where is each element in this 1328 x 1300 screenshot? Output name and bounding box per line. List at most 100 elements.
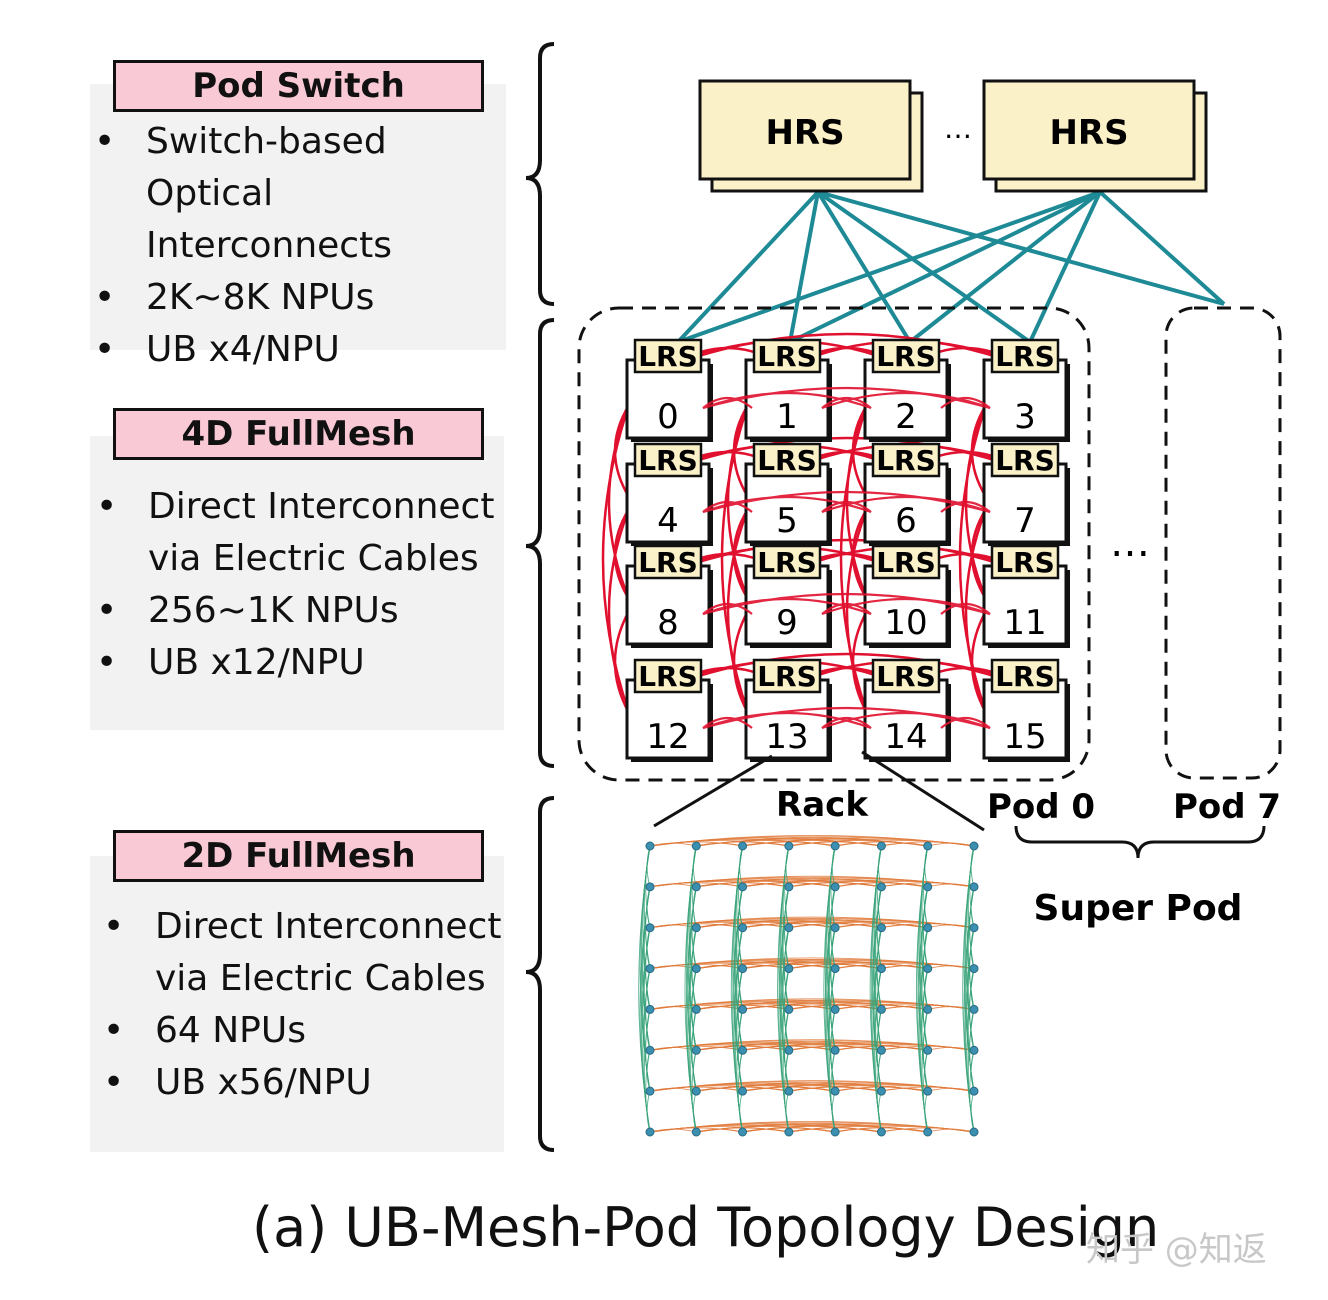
npu-node [969, 923, 979, 933]
npu-node [830, 1045, 840, 1055]
electric-link [845, 508, 869, 714]
npu-node [876, 882, 886, 892]
lrs-box [633, 544, 703, 580]
npu-node [738, 923, 748, 933]
electric-link [607, 508, 631, 714]
electric-link [821, 391, 991, 410]
rack-id: 5 [776, 501, 798, 541]
rack-id: 0 [657, 397, 679, 437]
npu-node [645, 841, 655, 851]
rack-id: 12 [646, 717, 689, 757]
tier-item: 256~1K NPUs [96, 585, 496, 637]
tier-list-pod-switch: Switch-based Optical Interconnects 2K~8K… [94, 116, 524, 376]
npu-node [923, 1086, 933, 1096]
npu-node [784, 964, 794, 974]
npu-node [645, 964, 655, 974]
npu-node [923, 882, 933, 892]
rack-id: 15 [1003, 717, 1046, 757]
lrs-box [752, 442, 822, 478]
lrs-label: LRS [995, 340, 1055, 373]
npu-node [691, 964, 701, 974]
lrs-label: LRS [638, 660, 698, 693]
npu-node [691, 1127, 701, 1137]
lrs-label: LRS [876, 546, 936, 579]
npu-node [923, 1127, 933, 1137]
rack-id: 9 [776, 603, 798, 643]
tier-item: UB x4/NPU [94, 324, 524, 376]
electric-link [702, 706, 991, 730]
brace-pod-switch [525, 42, 555, 306]
mesh-link-vertical [831, 1091, 836, 1133]
npu-node [738, 882, 748, 892]
rack-11: LRS 11 [982, 544, 1070, 648]
npu-node [691, 882, 701, 892]
electric-link [821, 396, 872, 409]
rack-12: LRS 12 [625, 658, 713, 762]
mesh-link-vertical [739, 1091, 744, 1133]
electric-link [702, 500, 753, 513]
lrs-label: LRS [757, 660, 817, 693]
rack-grid: LRS0LRS1LRS2LRS3LRS4LRS5LRS6LRS7LRS8LRS9… [625, 338, 1070, 762]
hrs-ellipsis: … [944, 112, 972, 145]
zoom-line [653, 754, 773, 828]
npu-node [969, 1127, 979, 1137]
electric-link [702, 592, 991, 616]
npu-node [876, 1004, 886, 1014]
npu-node [876, 1086, 886, 1096]
electric-link [732, 610, 750, 714]
brace-4d-fullmesh [525, 318, 555, 768]
rack-id: 11 [1003, 603, 1046, 643]
rack-id: 4 [657, 501, 679, 541]
lrs-box [990, 544, 1060, 580]
lrs-label: LRS [638, 444, 698, 477]
lrs-label: LRS [757, 340, 817, 373]
brace-2d-fullmesh [525, 796, 555, 1152]
lrs-box [752, 338, 822, 374]
mesh-link-vertical [646, 1091, 651, 1133]
npu-node [923, 1045, 933, 1055]
tier-item: UB x56/NPU [103, 1057, 503, 1109]
npu-node [691, 1045, 701, 1055]
electric-link [702, 386, 991, 410]
lrs-box [633, 442, 703, 478]
lrs-box [990, 658, 1060, 694]
lrs-box [752, 544, 822, 580]
lrs-label: LRS [876, 444, 936, 477]
lrs-box [990, 442, 1060, 478]
npu-node [830, 882, 840, 892]
npu-node [830, 841, 840, 851]
npu-node [784, 882, 794, 892]
lrs-label: LRS [638, 546, 698, 579]
lrs-label: LRS [995, 546, 1055, 579]
lrs-label: LRS [757, 444, 817, 477]
electric-link [821, 716, 872, 729]
optical-link [816, 190, 1032, 344]
pod-0-boundary [577, 306, 1091, 782]
npu-node [830, 964, 840, 974]
npu-node [784, 923, 794, 933]
hrs-label: HRS [1049, 113, 1128, 153]
tier-item: 64 NPUs [103, 1005, 503, 1057]
electric-link [702, 602, 753, 615]
mesh-link-vertical [924, 1091, 929, 1133]
npu-node [876, 1045, 886, 1055]
npu-node [691, 923, 701, 933]
npu-node [738, 841, 748, 851]
optical-link [1098, 190, 1226, 306]
npu-node [645, 1086, 655, 1096]
electric-link [851, 610, 869, 714]
electric-link [821, 597, 991, 616]
npu-node [969, 1045, 979, 1055]
pod-ellipsis: … [1110, 520, 1150, 566]
npu-node [923, 923, 933, 933]
npu-node [645, 1045, 655, 1055]
tier-item: Direct Interconnect via Electric Cables [96, 481, 496, 585]
npu-node [738, 964, 748, 974]
tier-list-4d-fullmesh: Direct Interconnect via Electric Cables … [96, 481, 496, 689]
